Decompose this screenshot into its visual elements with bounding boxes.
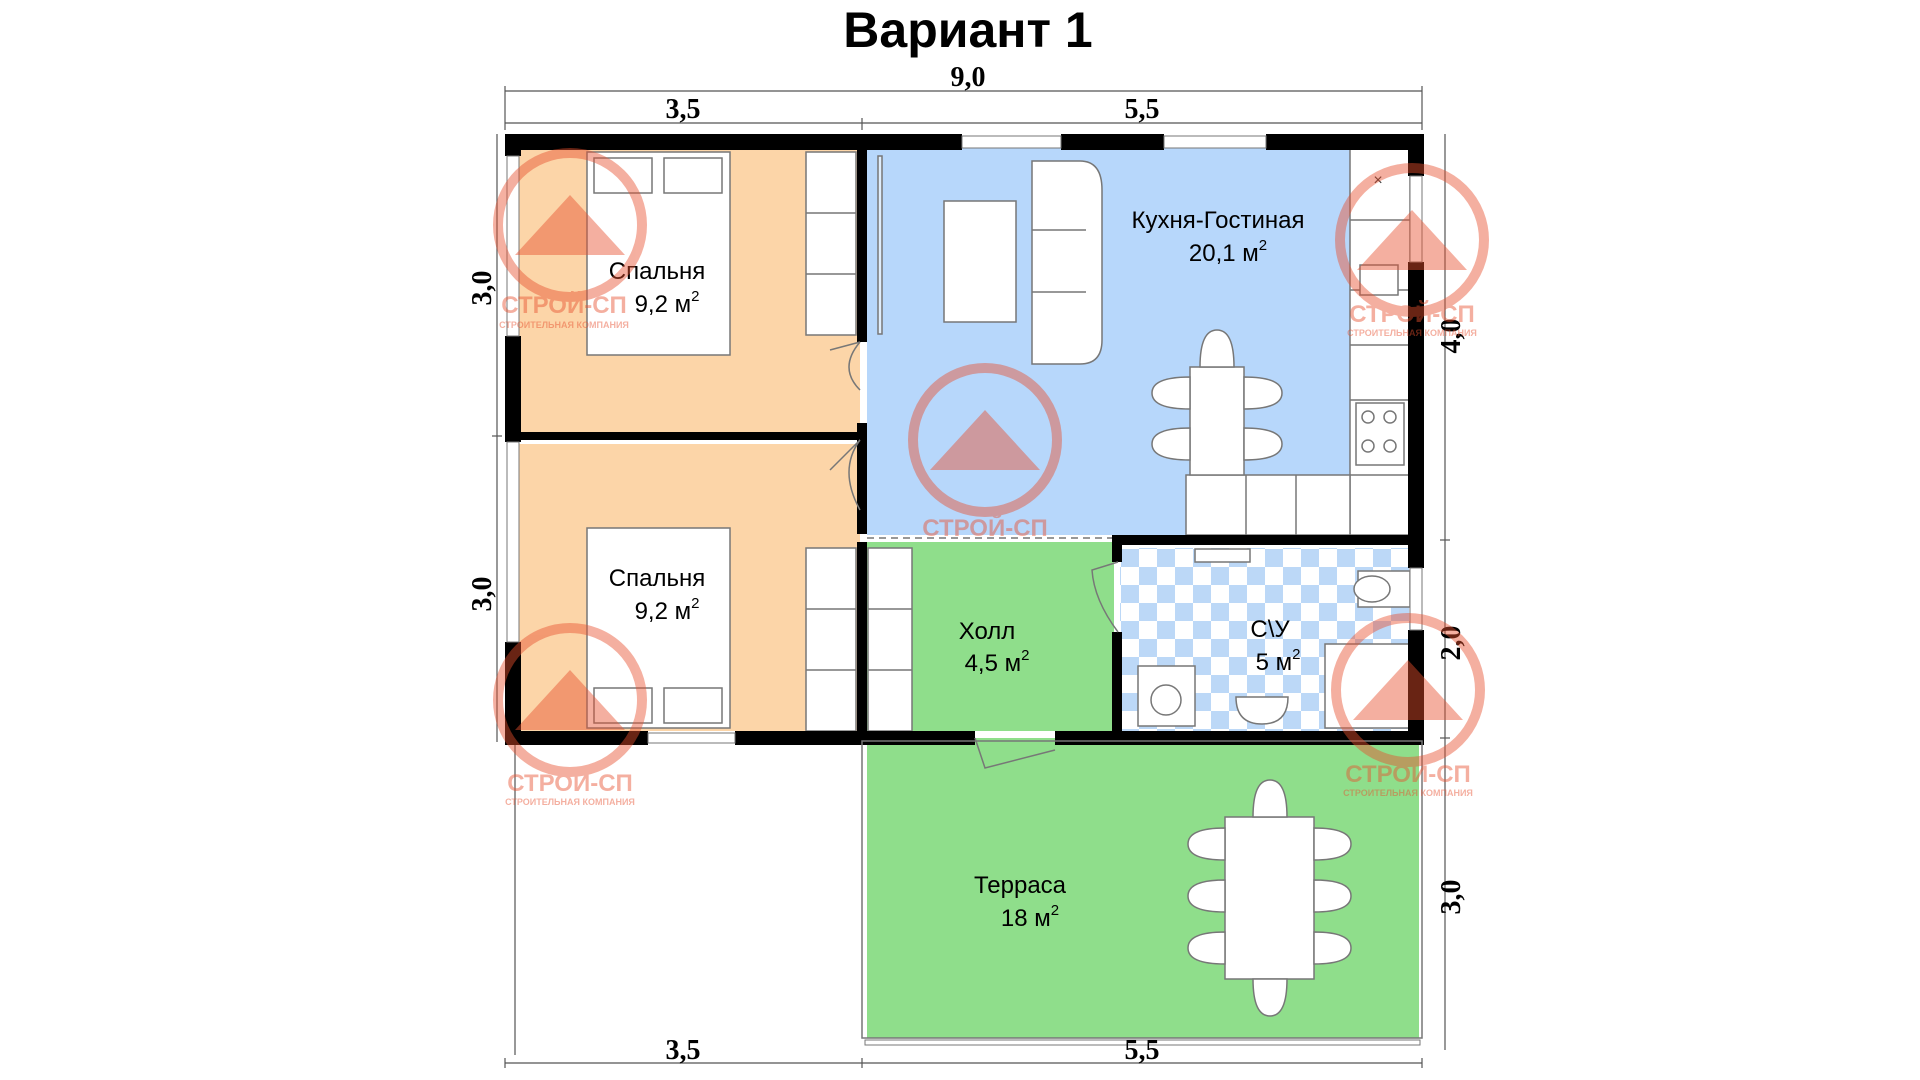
windows — [506, 135, 1423, 744]
watermark-top-right: СТРОЙ-СП СТРОИТЕЛЬНАЯ КОМПАНИЯ — [1335, 163, 1489, 338]
dim-bottom-right: 5,5 — [1125, 1035, 1160, 1066]
room-name: Терраса — [974, 872, 1067, 899]
watermark-bottom-right: СТРОЙ-СП СТРОИТЕЛЬНАЯ КОМПАНИЯ — [1331, 613, 1485, 798]
room-area: 9,2 м2 — [635, 288, 700, 318]
kitchen-extinguisher-mark-icon: × — [1373, 172, 1382, 189]
dim-top-left: 3,5 — [666, 94, 701, 125]
plan-title: Вариант 1 — [843, 2, 1092, 58]
dim-top-right: 5,5 — [1125, 94, 1160, 125]
room-name: Спальня — [609, 565, 705, 592]
terrace-dining-set — [1187, 779, 1352, 1017]
watermark-tagline: СТРОИТЕЛЬНАЯ КОМПАНИЯ — [499, 320, 629, 330]
room-bedroom-upper: Спальня 9,2 м2 — [609, 258, 705, 318]
dim-right-upper: 4,0 — [1436, 319, 1467, 354]
dimension-lines — [492, 86, 1450, 1068]
room-name: Холл — [959, 618, 1016, 645]
bathroom-fixtures — [1137, 548, 1412, 729]
watermark-bottom-left: СТРОЙ-СП СТРОИТЕЛЬНАЯ КОМПАНИЯ — [493, 623, 647, 807]
watermark-tagline: СТРОИТЕЛЬНАЯ КОМПАНИЯ — [1347, 328, 1477, 338]
room-terrace: Терраса 18 м2 — [974, 872, 1067, 932]
terrace-outline — [514, 740, 1423, 1055]
room-area: 20,1 м2 — [1189, 237, 1267, 267]
watermark-brand: СТРОЙ-СП — [1345, 760, 1471, 788]
watermark-brand: СТРОЙ-СП — [501, 291, 627, 319]
watermark-tagline: СТРОИТЕЛЬНАЯ КОМПАНИЯ — [1343, 788, 1473, 798]
dim-left-upper: 3,0 — [467, 271, 498, 306]
dim-total-width: 9,0 — [951, 62, 986, 93]
watermark-tagline: СТРОИТЕЛЬНАЯ КОМПАНИЯ — [505, 797, 635, 807]
doors — [829, 341, 1119, 769]
watermark-brand: СТРОЙ-СП — [1349, 300, 1475, 328]
dim-right-middle: 2,0 — [1436, 626, 1467, 661]
room-area: 9,2 м2 — [635, 595, 700, 625]
bedroom-furniture — [586, 151, 913, 732]
watermark-top-left: СТРОЙ-СП СТРОИТЕЛЬНАЯ КОМПАНИЯ — [493, 148, 647, 330]
room-hall: Холл 4,5 м2 — [959, 618, 1030, 677]
room-name: С\У — [1250, 616, 1290, 643]
watermark-brand: СТРОЙ-СП — [507, 769, 633, 797]
watermark-center: СТРОЙ-СП — [908, 363, 1062, 542]
dim-right-lower: 3,0 — [1436, 880, 1467, 915]
room-area: 4,5 м2 — [965, 647, 1030, 677]
watermark-brand: СТРОЙ-СП — [922, 514, 1048, 542]
room-name: Спальня — [609, 258, 705, 285]
kitchen-furniture — [877, 147, 1411, 536]
terrace-bottom-rail — [864, 1039, 1421, 1046]
room-area: 5 м2 — [1256, 646, 1301, 676]
dim-bottom-left: 3,5 — [666, 1035, 701, 1066]
room-name: Кухня-Гостиная — [1132, 207, 1305, 234]
room-area: 18 м2 — [1001, 902, 1059, 932]
dim-left-lower: 3,0 — [467, 577, 498, 612]
room-kitchen-living: Кухня-Гостиная 20,1 м2 — [1132, 207, 1305, 267]
room-bedroom-lower: Спальня 9,2 м2 — [609, 565, 705, 625]
room-bathroom: С\У 5 м2 — [1250, 616, 1300, 676]
